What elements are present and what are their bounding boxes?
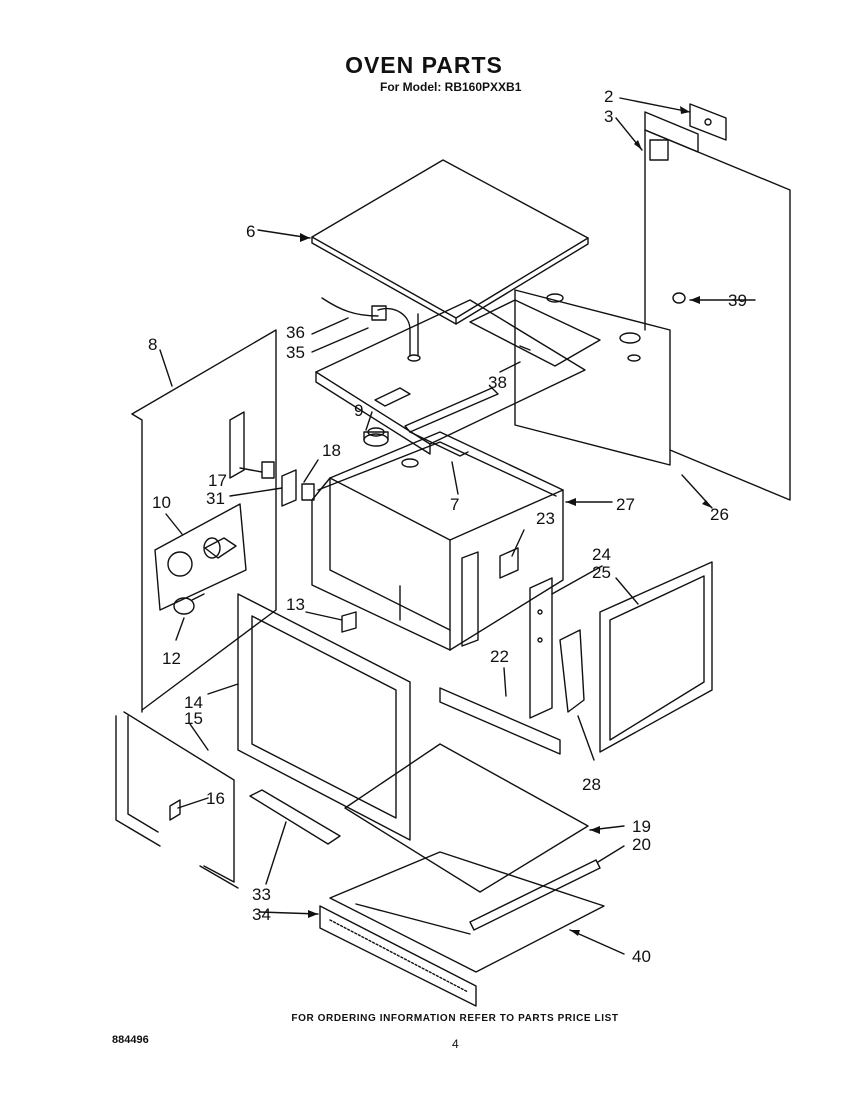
callout-38: 38 bbox=[488, 373, 507, 392]
part-10-light-assembly bbox=[154, 503, 247, 611]
callout-3: 3 bbox=[604, 107, 613, 126]
callout-8: 8 bbox=[148, 335, 157, 354]
callout-7: 7 bbox=[450, 495, 459, 514]
callout-35: 35 bbox=[286, 343, 305, 362]
callout-6: 6 bbox=[246, 222, 255, 241]
ordering-info-note: FOR ORDERING INFORMATION REFER TO PARTS … bbox=[291, 1013, 619, 1024]
callout-31: 31 bbox=[206, 489, 225, 508]
callout-22: 22 bbox=[490, 647, 509, 666]
part-14-front-frame bbox=[237, 593, 411, 841]
part-top-baffle bbox=[315, 299, 586, 455]
part-8-left-side-panel bbox=[131, 329, 277, 713]
callout-19: 19 bbox=[632, 817, 651, 836]
model-subtitle: For Model: RB160PXXB1 bbox=[380, 80, 522, 94]
callout-10: 10 bbox=[152, 493, 171, 512]
callout-15: 15 bbox=[184, 709, 203, 728]
callout-17: 17 bbox=[208, 471, 227, 490]
callout-24: 24 bbox=[592, 545, 611, 564]
callout-12: 12 bbox=[162, 649, 181, 668]
part-40-drawer-panel bbox=[329, 851, 605, 973]
part-23-bracket bbox=[499, 547, 519, 579]
page-number: 4 bbox=[452, 1037, 459, 1051]
callout-labels: 2 3 6 39 36 35 8 38 9 18 17 31 10 7 27 2… bbox=[148, 87, 747, 966]
callout-26: 26 bbox=[710, 505, 729, 524]
part-12-light-bulb bbox=[173, 593, 205, 615]
part-22-rail bbox=[439, 687, 561, 755]
part-20-rail bbox=[469, 859, 601, 931]
callout-33: 33 bbox=[252, 885, 271, 904]
callout-16: 16 bbox=[206, 789, 225, 808]
part-27-oven-cavity bbox=[311, 431, 564, 651]
part-28-hinge bbox=[559, 629, 585, 713]
callout-9: 9 bbox=[354, 401, 363, 420]
callout-13: 13 bbox=[286, 595, 305, 614]
page-title: OVEN PARTS bbox=[345, 52, 503, 78]
part-2-bracket bbox=[689, 103, 727, 141]
callout-14: 14 bbox=[184, 693, 203, 712]
part-13-latch bbox=[341, 611, 357, 633]
callout-34: 34 bbox=[252, 905, 271, 924]
callout-25: 25 bbox=[592, 563, 611, 582]
callout-36: 36 bbox=[286, 323, 305, 342]
part-9-cap bbox=[363, 427, 389, 447]
part-3-rear-panel bbox=[644, 111, 791, 501]
callout-27: 27 bbox=[616, 495, 635, 514]
part-19-oven-bottom bbox=[344, 743, 589, 893]
part-7-strip bbox=[404, 387, 499, 457]
part-39-grommet bbox=[672, 292, 686, 304]
part-17-18-31-switch-and-clips bbox=[261, 461, 315, 507]
part-26-side-panel bbox=[514, 289, 671, 466]
part-25-side-panel bbox=[599, 561, 713, 753]
part-15-gasket bbox=[115, 711, 239, 889]
arrow-heads bbox=[300, 106, 712, 936]
part-38-heat-shield bbox=[469, 299, 601, 367]
part-16-clip bbox=[169, 799, 181, 821]
callout-2: 2 bbox=[604, 87, 613, 106]
part-6-top-panel bbox=[311, 159, 589, 325]
document-number: 884496 bbox=[112, 1034, 149, 1046]
part-34-kick-panel bbox=[319, 905, 477, 1007]
part-35-36-wire-and-socket bbox=[321, 297, 421, 362]
part-24-hinge-receiver bbox=[529, 577, 553, 719]
callout-18: 18 bbox=[322, 441, 341, 460]
callout-23: 23 bbox=[536, 509, 555, 528]
callout-20: 20 bbox=[632, 835, 651, 854]
callout-40: 40 bbox=[632, 947, 651, 966]
callout-39: 39 bbox=[728, 291, 747, 310]
callout-28: 28 bbox=[582, 775, 601, 794]
part-33-vent-strip bbox=[249, 789, 341, 845]
